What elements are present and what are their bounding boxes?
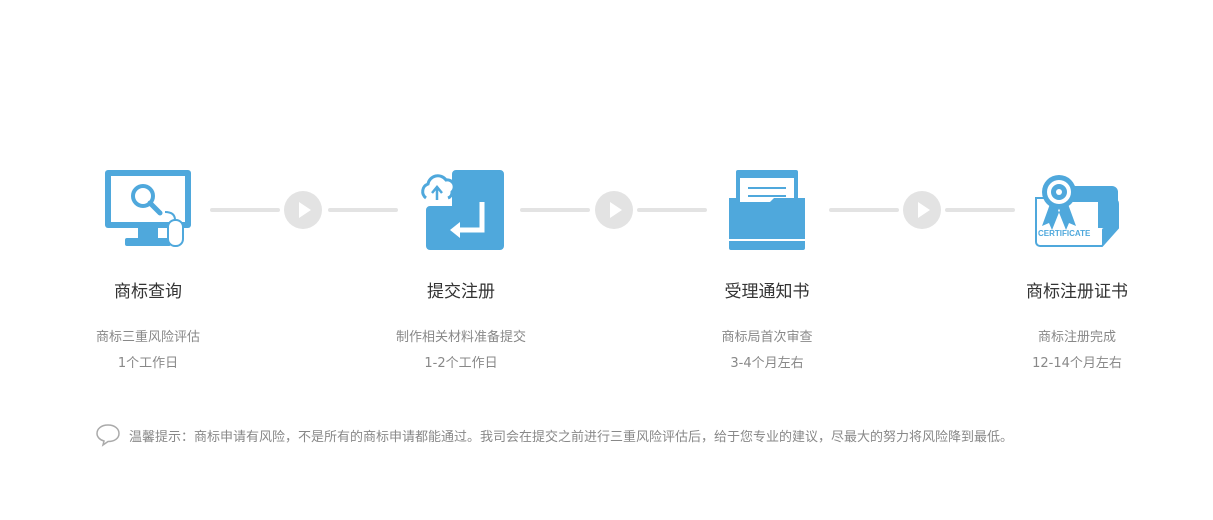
monitor-search-icon <box>105 170 191 247</box>
connector-line <box>210 208 280 212</box>
step-description: 商标局首次审查 <box>721 330 813 345</box>
folder-document-icon <box>729 170 805 250</box>
connector-line <box>328 208 398 212</box>
step-title: 提交注册 <box>427 282 495 302</box>
step-acceptance-notice: 受理通知书 商标局首次审查 3-4个月左右 <box>647 168 887 372</box>
play-arrow-icon <box>284 191 322 229</box>
play-arrow-icon <box>595 191 633 229</box>
step-duration: 3-4个月左右 <box>730 356 804 371</box>
step-description: 商标注册完成 <box>1037 330 1116 345</box>
step-duration: 1个工作日 <box>117 356 179 371</box>
step-title: 商标注册证书 <box>1026 282 1128 302</box>
step-duration: 1-2个工作日 <box>424 356 498 371</box>
connector-line <box>829 208 899 212</box>
play-arrow-icon <box>903 191 941 229</box>
cloud-upload-submit-icon <box>421 170 504 250</box>
step-registration-certificate: CERTIFICATE 商标注册证书 商标注册完成 12-14个月左右 <box>957 168 1197 372</box>
certificate-label: CERTIFICATE <box>1038 229 1091 238</box>
connector-line <box>945 208 1015 212</box>
risk-tip: 温馨提示：商标申请有风险，不是所有的商标申请都能通过。我司会在提交之前进行三重风… <box>95 423 1013 447</box>
step-description: 制作相关材料准备提交 <box>395 330 526 345</box>
connector-line <box>520 208 590 212</box>
step-submit-registration: 提交注册 制作相关材料准备提交 1-2个工作日 <box>341 168 581 372</box>
step-title: 受理通知书 <box>724 282 810 302</box>
step-description: 商标三重风险评估 <box>95 330 200 345</box>
step-trademark-search: 商标查询 商标三重风险评估 1个工作日 <box>28 168 268 372</box>
certificate-icon: CERTIFICATE <box>1035 175 1119 247</box>
speech-bubble-icon <box>96 424 120 447</box>
connector-line <box>637 208 707 212</box>
tip-text: 温馨提示：商标申请有风险，不是所有的商标申请都能通过。我司会在提交之前进行三重风… <box>129 429 1014 445</box>
step-title: 商标查询 <box>114 282 182 302</box>
step-duration: 12-14个月左右 <box>1032 356 1122 371</box>
